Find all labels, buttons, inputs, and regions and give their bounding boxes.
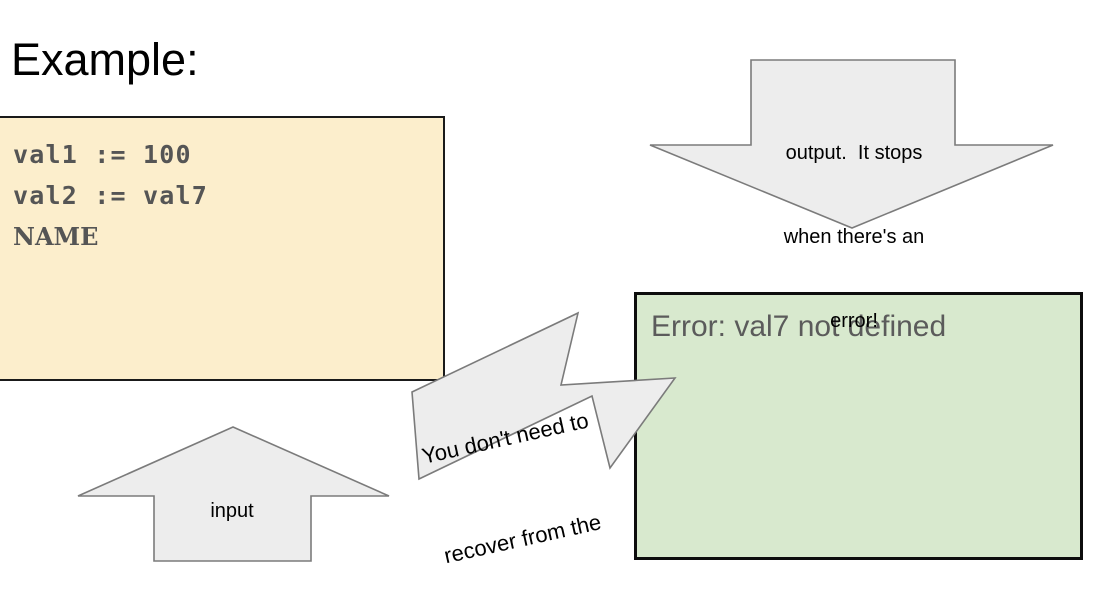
input-code-box[interactable]: val1 := 100 val2 := val7 NAME bbox=[0, 116, 445, 381]
code-line: val1 := 100 bbox=[13, 140, 192, 169]
output-arrow-label-line: when there's an bbox=[783, 226, 925, 248]
output-arrow-label-line: error! bbox=[830, 310, 878, 332]
output-arrow-label-line: output. It stops bbox=[785, 142, 923, 164]
code-line: val2 := val7 bbox=[13, 181, 209, 210]
code-line: NAME bbox=[13, 222, 99, 251]
recover-arrow-label-line: You don't need to bbox=[419, 407, 591, 469]
output-arrow-label: output. It stops when there's an error! bbox=[751, 83, 957, 391]
input-up-arrow-shape[interactable] bbox=[77, 426, 390, 562]
page-title: Example: bbox=[11, 34, 199, 85]
code-line-list: val1 := 100 val2 := val7 NAME bbox=[13, 134, 437, 257]
recover-arrow-label-line: recover from the bbox=[441, 509, 604, 569]
input-arrow-label: input bbox=[210, 500, 254, 522]
